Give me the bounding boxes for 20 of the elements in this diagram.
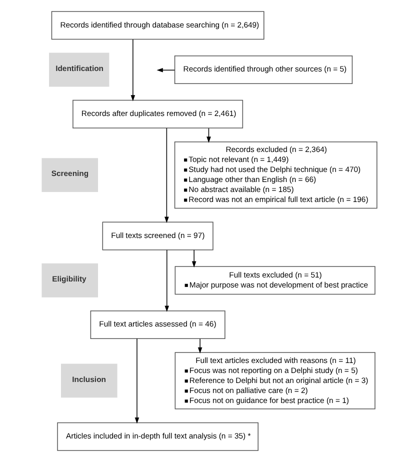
node-box: Full texts screened (n = 97) <box>102 222 213 250</box>
arrow <box>164 128 168 223</box>
node-box: Inclusion <box>60 364 117 398</box>
arrow <box>197 338 202 354</box>
node-box: Eligibility <box>41 263 98 298</box>
arrow <box>156 68 174 72</box>
node-box: Full text articles excluded with reasons (n = 11) Focus was not reporting on a Delphi study (n = 5) Reference to Delphi but not an original article (n = 3) Focus not on palliative care (n = 2) Focus not on guidance for best practice (n = 1) <box>174 352 375 410</box>
node-box: Full text articles assessed (n = 46) <box>90 310 225 339</box>
node-box: Records after duplicates removed (n = 2,461) <box>72 100 243 128</box>
arrow <box>134 338 139 424</box>
node-box: Records identified through database searching (n = 2,649) <box>50 11 264 40</box>
arrow <box>191 250 196 268</box>
node-box: Records identified through other sources (n = 5) <box>174 55 352 84</box>
node-box: Records excluded (n = 2,364) Topic not relevant (n = 1,449) Study had not used the Delphi technique (n = 470) Language other than English (n = 66) No abstract available (n = 185) Record was not an empirical full text article (n = 196) <box>174 142 377 209</box>
node-box: Screening <box>41 158 98 192</box>
node-box: Full texts excluded (n = 51) Major purpose was not development of best practice <box>174 266 375 295</box>
arrow <box>164 250 169 312</box>
arrow <box>130 39 135 102</box>
node-box: Identification <box>48 52 109 87</box>
node-box: Articles included in in-depth full text analysis (n = 35) * <box>56 422 258 451</box>
